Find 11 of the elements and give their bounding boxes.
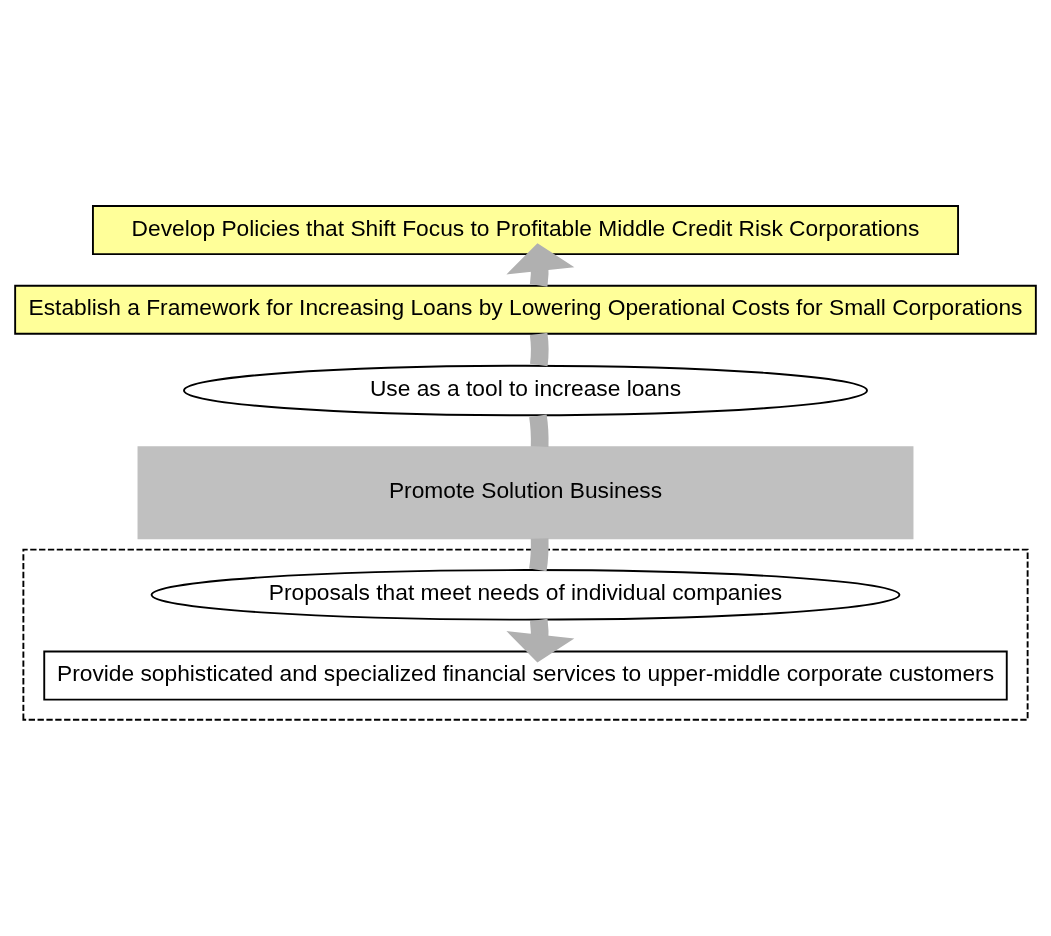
node-box: Promote Solution Business	[137, 446, 914, 540]
connector	[529, 414, 549, 448]
node-box: Provide sophisticated and specialized financial services to upper-middle corporate customers	[43, 650, 1008, 701]
node-box: Develop Policies that Shift Focus to Profitable Middle Credit Risk Corporations	[92, 205, 959, 256]
cluster	[22, 548, 1029, 721]
node-box: Establish a Framework for Increasing Loans by Lowering Operational Costs for Small Corporations	[14, 284, 1037, 335]
node-ellipse: Proposals that meet needs of individual companies	[150, 569, 901, 621]
connector	[529, 538, 549, 572]
node-ellipse: Use as a tool to increase loans	[183, 364, 868, 417]
arrow	[506, 618, 575, 663]
arrow	[506, 243, 575, 287]
